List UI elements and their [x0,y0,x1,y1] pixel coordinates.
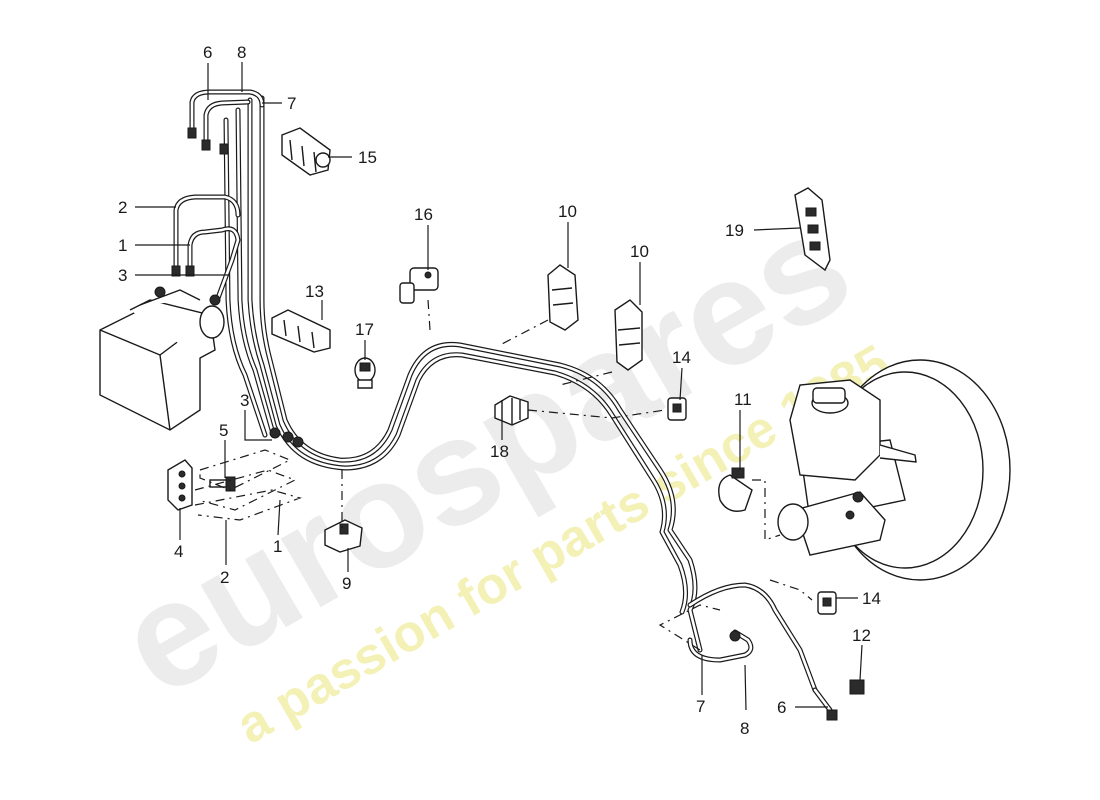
callout-13: 13 [305,282,324,301]
callout-14-low: 14 [862,589,881,608]
callout-6-low: 6 [777,698,786,717]
fitting-icon [185,265,195,277]
pipe-fittings [171,127,838,721]
bracket-10b-icon [614,299,643,371]
fitting-icon [171,265,181,277]
callout-3-low: 3 [240,391,249,410]
fitting-icon [219,143,229,155]
callout-1-low: 1 [273,537,282,556]
master-cylinder-icon [777,491,886,556]
callout-1-left: 1 [118,236,127,255]
brake-pipes [173,89,833,713]
callout-5: 5 [219,421,228,440]
callouts: 6 8 7 15 2 1 3 13 16 17 10 10 19 14 18 1… [118,43,881,738]
callout-14-mid: 14 [672,348,691,367]
clamp-11-icon [718,467,753,512]
callout-9: 9 [342,574,351,593]
bolt-5-icon [209,476,236,492]
fittings-3-icon [269,427,304,448]
callout-8-low: 8 [740,719,749,738]
callout-2-left: 2 [118,198,127,217]
callout-2-low: 2 [220,568,229,587]
fluid-reservoir-icon [789,379,917,481]
callout-7-low: 7 [696,697,705,716]
clip-14-lower-icon [817,591,837,615]
callout-10a: 10 [558,202,577,221]
clip-9-icon [324,519,363,553]
sensor-16-icon [399,267,439,304]
clip-18-icon [494,395,529,426]
callout-6-top: 6 [203,43,212,62]
callout-3-left: 3 [118,266,127,285]
bracket-4-icon [167,459,193,511]
callout-8-top: 8 [237,43,246,62]
fitting-icon [826,709,838,721]
callout-10b: 10 [630,242,649,261]
bracket-10a-icon [547,264,579,331]
callout-7-top: 7 [287,94,296,113]
clamp-17-icon [354,357,376,389]
clip-12-icon [849,679,865,695]
callout-12: 12 [852,626,871,645]
clip-15-icon [281,127,331,176]
callout-15: 15 [358,148,377,167]
assembly-lines [194,299,813,651]
clip-19-icon [794,187,831,272]
callout-17: 17 [355,320,374,339]
callout-11: 11 [734,390,752,409]
fitting-icon [187,127,197,139]
callout-16: 16 [414,205,433,224]
abs-unit-icon [99,286,225,431]
watermark: eurospares a passion for parts since 198… [92,178,899,756]
clip-13-icon [271,309,331,353]
callout-19: 19 [725,221,744,240]
leader-lines [135,62,863,711]
callout-18: 18 [490,442,509,461]
fitting-icon [201,139,211,151]
clip-14-upper-icon [667,397,687,421]
callout-4: 4 [174,542,183,561]
fitting-icon [729,630,741,642]
